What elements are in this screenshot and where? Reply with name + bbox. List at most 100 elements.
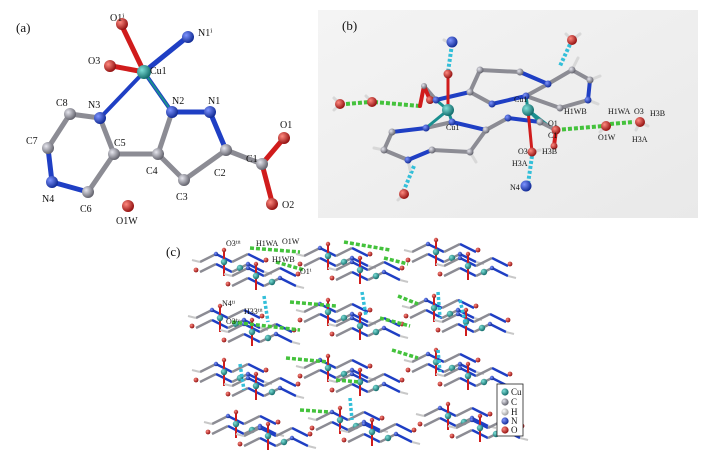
label-c-h1wb: H1WB	[272, 255, 295, 264]
label-c-o3iii: O3ⁱⁱⁱ	[226, 239, 241, 248]
panel-c: (c)	[166, 236, 530, 452]
atom-c-k-b	[380, 146, 388, 154]
atom-n-b-b	[488, 100, 496, 108]
label-b-c1: C1	[548, 131, 557, 140]
atom-c2-a	[220, 144, 232, 156]
atom-c4-a	[152, 148, 164, 160]
label-b-h3a-right: H3A	[632, 135, 648, 144]
atom-c-a-b	[466, 88, 474, 96]
atom-c-g-b	[482, 126, 490, 134]
legend-item-c: C	[501, 397, 517, 407]
legend-label-n: N	[511, 416, 518, 426]
panel-b-atoms	[335, 35, 645, 199]
atom-n3-a	[94, 112, 106, 124]
atom-o1-a	[278, 132, 290, 144]
atom-c8-a	[64, 108, 76, 120]
label-b-o1: O1	[548, 119, 558, 128]
label-b-h3b-right: H3B	[650, 109, 665, 118]
label-n4: N4	[42, 194, 54, 205]
atom-o-c1-b	[550, 142, 558, 150]
atom-n4-a	[46, 176, 58, 188]
atom-o1-b	[551, 125, 561, 135]
panel-a-label: (a)	[16, 20, 30, 35]
label-c-h1wa: H1WA	[256, 239, 278, 248]
atom-c-l-b	[388, 128, 396, 136]
atom-o-water-bottom-b	[399, 189, 409, 199]
panel-a-atom-labels: O1ⁱ N1ⁱ O3 Cu1 N3 N2 N1 C8 C7 C5 C4 N4 C…	[26, 13, 294, 227]
label-c-o1w: O1W	[282, 237, 300, 246]
label-b-o3: O3	[518, 147, 528, 156]
legend-item-h: H	[501, 407, 518, 417]
legend-swatch-h	[501, 408, 509, 416]
panel-b: (b)	[318, 10, 698, 218]
legend-swatch-n	[501, 417, 509, 425]
label-b-h3a: H3A	[512, 159, 528, 168]
label-o2: O2	[282, 200, 294, 211]
panel-b-background	[318, 10, 698, 218]
atom-n-c-b	[522, 92, 530, 100]
atom-c-d-b	[568, 66, 576, 74]
atom-c-i-b	[466, 148, 474, 156]
atom-o-left-b	[367, 97, 377, 107]
label-b-o1w: O1W	[598, 133, 616, 142]
atom-n-f-b	[448, 118, 456, 126]
atom-cu1-a	[137, 65, 151, 79]
legend-swatch-cu	[501, 388, 509, 396]
atom-c-e-b	[586, 76, 594, 84]
label-b-cu1-top: Cu1	[514, 95, 527, 104]
atom-o3-a	[104, 60, 116, 72]
panel-b-hbonds	[345, 39, 635, 191]
atom-o-carboxyl-left-b	[426, 96, 434, 104]
label-b-cu1-bottom: Cu1	[446, 123, 459, 132]
atom-o1w-a	[122, 200, 134, 212]
atom-c1-a	[256, 158, 268, 170]
label-o3: O3	[88, 56, 100, 67]
atom-cu1-left-b	[442, 104, 454, 116]
panel-a-bonds	[45, 23, 287, 205]
atom-c7-a	[42, 142, 54, 154]
atom-c-b-b	[476, 66, 484, 74]
atom-c-j-b	[428, 146, 436, 154]
label-n1: N1	[208, 96, 220, 107]
atom-n-h-b	[404, 156, 412, 164]
atom-n-g-b	[504, 114, 512, 122]
label-c-h33: H33ⁱⁱⁱ	[244, 307, 263, 316]
label-c5: C5	[114, 138, 126, 149]
label-n2: N2	[172, 96, 184, 107]
label-c1: C1	[246, 154, 258, 165]
label-n1i: N1ⁱ	[198, 28, 212, 39]
atom-n-d-b	[544, 80, 552, 88]
atom-c-f-b	[556, 104, 564, 112]
label-c6: C6	[80, 204, 92, 215]
atom-o-axial-b	[443, 69, 453, 79]
atom-n-i-b	[422, 124, 430, 132]
legend-swatch-c	[501, 398, 509, 406]
panel-b-atom-labels: Cu1 Cu1 O1 C1 H1WB H1WA O3 H3B O1W H3A O…	[446, 95, 665, 192]
legend-label-o: O	[511, 425, 518, 435]
label-c-n4ii: N4ⁱⁱ	[222, 299, 235, 308]
legend-item-n: N	[501, 416, 518, 426]
panel-c-hbonds	[231, 240, 468, 421]
atom-c3-a	[178, 174, 190, 186]
legend: Cu C H N O	[496, 383, 524, 437]
label-c7: C7	[26, 136, 38, 147]
legend-label-cu: Cu	[511, 387, 522, 397]
atom-n4-b	[520, 180, 532, 192]
atom-n-a-b	[432, 96, 440, 104]
atom-n2-a	[166, 106, 178, 118]
legend-item-o: O	[501, 425, 518, 435]
label-b-h1wb: H1WB	[564, 107, 587, 116]
legend-item-cu: Cu	[501, 387, 522, 397]
panel-b-label: (b)	[342, 18, 357, 33]
legend-box	[496, 383, 524, 437]
label-c4: C4	[146, 166, 158, 177]
label-b-h3b: H3B	[542, 147, 557, 156]
atom-o1i-a	[116, 18, 128, 30]
atom-c6-a	[82, 186, 94, 198]
label-c-o3iv: O3ⁱᵛ	[226, 317, 240, 326]
atom-c-h-b	[536, 118, 544, 126]
atom-o-water-top-b	[567, 35, 577, 45]
label-o1: O1	[280, 120, 292, 131]
label-c-o1i: O1ⁱ	[300, 267, 312, 276]
label-cu1: Cu1	[150, 66, 167, 77]
